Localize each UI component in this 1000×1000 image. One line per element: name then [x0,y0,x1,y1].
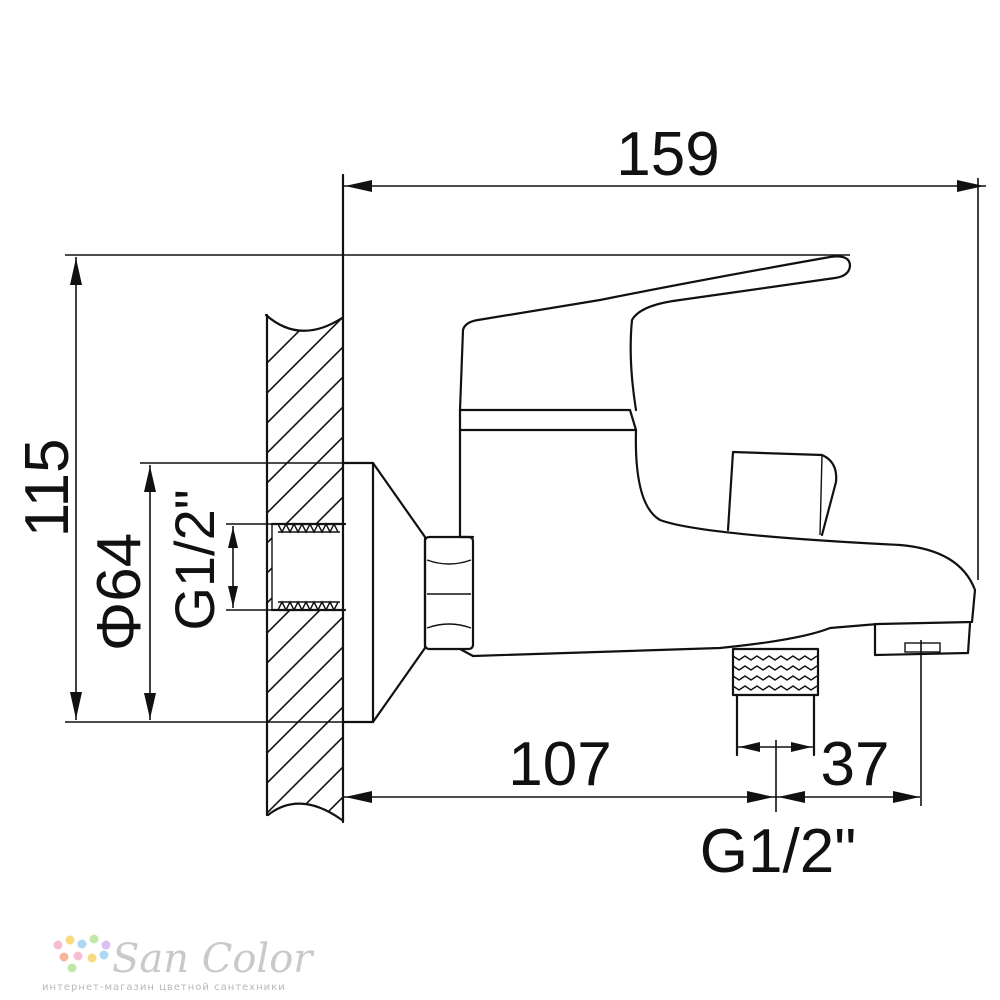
watermark-tagline: интернет-магазин цветной сантехники [42,982,286,993]
dimension-overall-height: 115 [13,254,850,723]
hex-nut [423,535,475,651]
watermark-logo: San Color интернет-магазин цветной санте… [42,934,315,993]
wall-section [264,173,345,824]
watermark-dot [89,934,99,944]
watermark-brand: San Color [112,936,315,982]
inlet-thread-label: G1/2" [163,489,226,630]
dimension-outlet-to-spout: 37 [778,640,922,806]
faucet-body [458,408,977,658]
watermark-dot [99,950,109,960]
spout-aerator [873,622,972,657]
flange-diameter-label: Φ64 [85,533,154,651]
wall-to-outlet-label: 107 [508,730,611,799]
dimension-overall-width: 159 [343,120,986,580]
lever-handle [458,255,852,412]
inlet-pipe-thread [270,522,347,612]
dimension-outlet-thread: G1/2" [700,742,856,886]
dimension-wall-to-outlet: 107 [343,730,920,812]
watermark-dot [65,935,75,945]
overall-width-label: 159 [616,120,719,189]
overall-height-label: 115 [13,439,82,538]
watermark-dots-icon [53,934,111,973]
wall-hatching [266,315,342,820]
outlet-thread [731,647,820,757]
watermark-dot [59,952,69,962]
watermark-dot [77,939,87,949]
dimension-inlet-thread: G1/2" [163,489,272,631]
watermark-dot [87,953,97,963]
watermark-dot [101,940,111,950]
outlet-thread-label: G1/2" [700,817,856,886]
diverter-knob [726,450,838,537]
wall-flange [341,461,427,724]
watermark-dot [73,951,83,961]
outlet-to-spout-label: 37 [821,730,890,799]
watermark-dot [53,940,63,950]
dimension-flange-diameter: Φ64 [85,462,373,720]
watermark-dot [67,963,77,973]
